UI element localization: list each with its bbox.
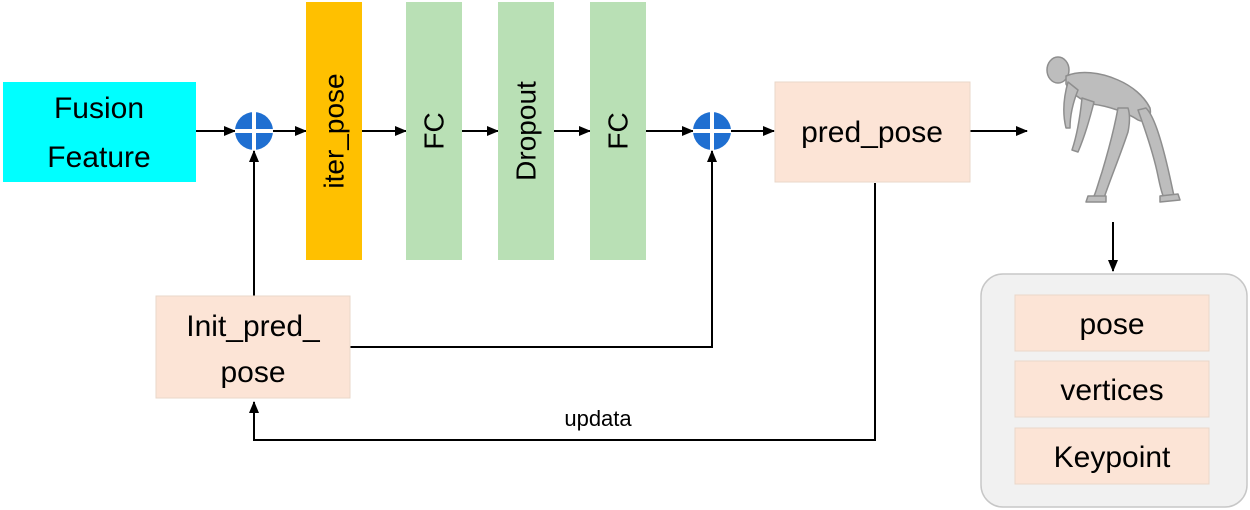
output-item-keypoint: Keypoint: [1054, 441, 1171, 474]
init-pred-pose-label-line1: Init_pred_: [186, 310, 321, 343]
update-edge-label: updata: [564, 406, 632, 431]
iter-pose-label: iter_pose: [319, 73, 350, 188]
pred-pose-label: pred_pose: [801, 116, 943, 149]
iter-pose-node: iter_pose: [306, 2, 362, 260]
edge-update-loop: [249, 183, 876, 441]
output-item-vertices: vertices: [1060, 374, 1163, 407]
pred-pose-node: pred_pose: [774, 81, 971, 183]
init-pred-pose-label-line2: pose: [220, 356, 285, 389]
output-panel: pose vertices Keypoint: [980, 273, 1248, 508]
fc2-label: FC: [603, 112, 634, 149]
plus-circle-icon: [693, 112, 731, 150]
edges: [196, 126, 1118, 441]
dropout-label: Dropout: [511, 81, 542, 181]
human-3d-figure-icon: [1046, 56, 1181, 203]
fc1-node: FC: [406, 2, 462, 260]
plus-circle-icon: [235, 112, 273, 150]
init-pred-pose-node: Init_pred_ pose: [155, 295, 351, 399]
fusion-feature-label-line1: Fusion: [54, 92, 144, 125]
dropout-node: Dropout: [498, 2, 554, 260]
edge-init-to-adder2: [350, 150, 717, 348]
fusion-feature-node: Fusion Feature: [3, 82, 196, 182]
fusion-feature-label-line2: Feature: [47, 141, 150, 174]
output-item-pose: pose: [1079, 308, 1144, 341]
fc2-node: FC: [590, 2, 646, 260]
fc1-label: FC: [419, 112, 450, 149]
